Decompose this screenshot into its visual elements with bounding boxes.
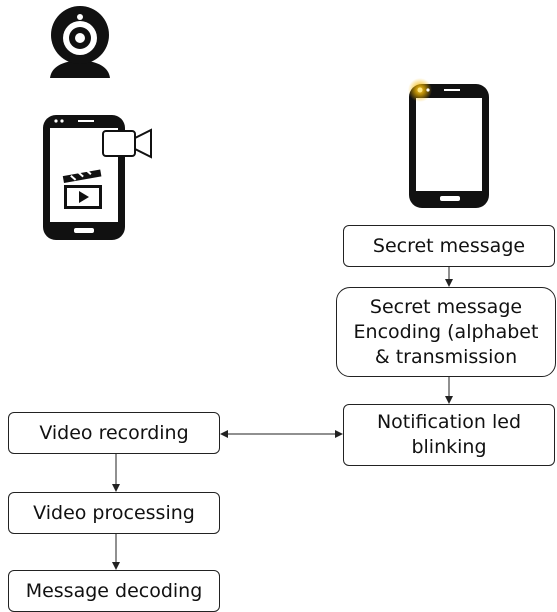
encoding-box: Secret message Encoding (alphabet & tran…	[336, 287, 556, 377]
secret-message-box: Secret message	[343, 225, 555, 267]
notification-led-box: Notification led blinking	[343, 404, 555, 466]
message-decoding-box: Message decoding	[8, 570, 220, 612]
video-processing-box: Video processing	[8, 492, 220, 534]
video-recording-box: Video recording	[8, 412, 220, 454]
